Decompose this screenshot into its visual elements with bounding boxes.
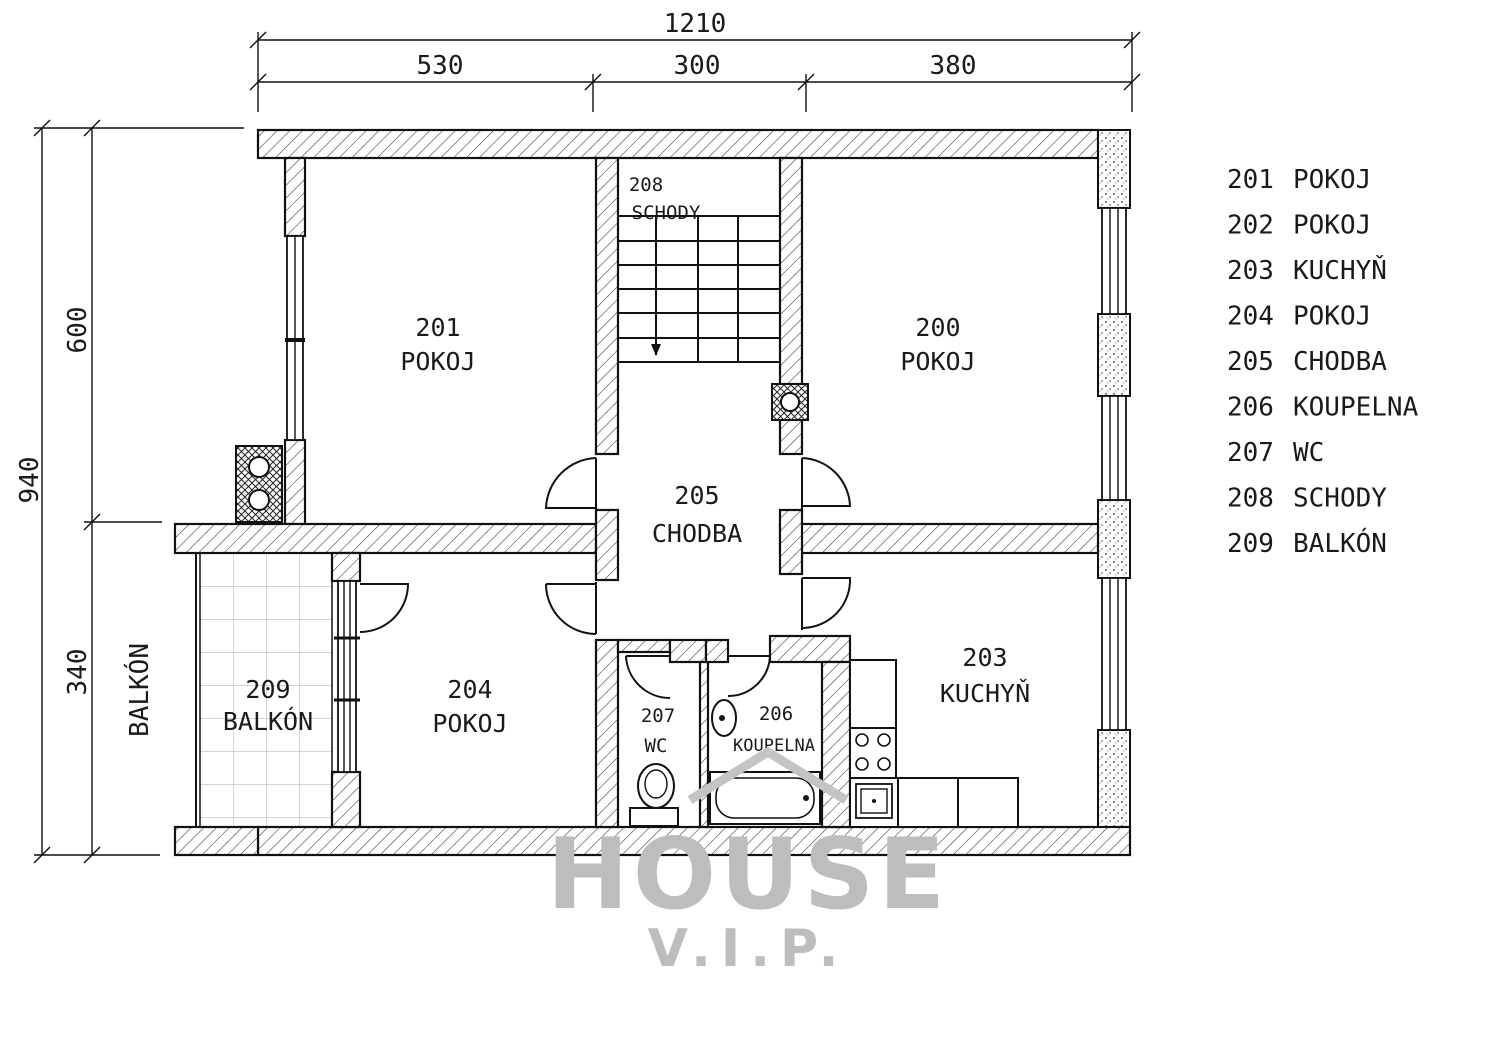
- legend-number: 202: [1227, 211, 1274, 241]
- kitchen-counter: [849, 659, 1019, 828]
- watermark-vip: V.I.P.: [648, 919, 849, 979]
- room-205-name: CHODBA: [652, 519, 742, 548]
- dimension-upper-height: 600: [63, 307, 93, 354]
- windows: [285, 207, 1127, 773]
- legend-number: 207: [1227, 438, 1274, 468]
- room-204-number: 204: [447, 675, 492, 704]
- wc-toilet: [629, 763, 679, 827]
- dimension-total-height: 940: [15, 457, 45, 504]
- dimension-segment-1: 530: [417, 51, 464, 81]
- legend-name: POKOJ: [1293, 165, 1371, 195]
- legend-number: 203: [1227, 256, 1274, 286]
- doors: [359, 457, 852, 700]
- room-205-number: 205: [674, 481, 719, 510]
- chimney-left: [235, 445, 283, 523]
- room-200-name: POKOJ: [900, 347, 975, 376]
- room-200-number: 200: [915, 313, 960, 342]
- balcony-side-label: BALKÓN: [123, 643, 155, 737]
- room-201-name: POKOJ: [400, 347, 475, 376]
- staircase: [617, 215, 781, 363]
- legend-number: 205: [1227, 347, 1274, 377]
- dimension-segment-2: 300: [674, 51, 721, 81]
- room-209-name: BALKÓN: [223, 706, 313, 736]
- dimension-lower-height: 340: [63, 649, 93, 696]
- dimension-total-width: 1210: [664, 9, 727, 39]
- room-208-number: 208: [629, 174, 663, 196]
- legend-number: 204: [1227, 302, 1274, 332]
- dimension-lines: [33, 31, 1141, 864]
- room-203-name: KUCHYŇ: [940, 679, 1030, 708]
- room-209-number: 209: [245, 675, 290, 704]
- room-207-name: WC: [645, 735, 668, 757]
- watermark-house: HOUSE: [547, 818, 949, 932]
- legend-name: POKOJ: [1293, 211, 1371, 241]
- legend-name: KUCHYŇ: [1293, 254, 1387, 286]
- room-204-name: POKOJ: [432, 709, 507, 738]
- legend-name: CHODBA: [1293, 347, 1387, 377]
- chimney-right: [771, 383, 809, 421]
- room-206-name: KOUPELNA: [733, 736, 815, 756]
- legend-number: 206: [1227, 393, 1274, 423]
- legend-number: 201: [1227, 165, 1274, 195]
- legend-number: 208: [1227, 484, 1274, 514]
- watermark-roof-icon: [687, 746, 849, 804]
- dimension-segment-3: 380: [930, 51, 977, 81]
- legend-name: SCHODY: [1293, 484, 1387, 514]
- room-201-number: 201: [415, 313, 460, 342]
- room-207-number: 207: [641, 705, 675, 727]
- legend-name: KOUPELNA: [1293, 393, 1419, 423]
- room-208-name: SCHODY: [632, 202, 701, 224]
- legend-name: BALKÓN: [1293, 527, 1387, 559]
- room-203-number: 203: [962, 643, 1007, 672]
- legend-name: POKOJ: [1293, 302, 1371, 332]
- legend-number: 209: [1227, 529, 1274, 559]
- bathroom-sink: [711, 699, 737, 737]
- legend-name: WC: [1293, 438, 1324, 468]
- room-206-number: 206: [759, 703, 793, 725]
